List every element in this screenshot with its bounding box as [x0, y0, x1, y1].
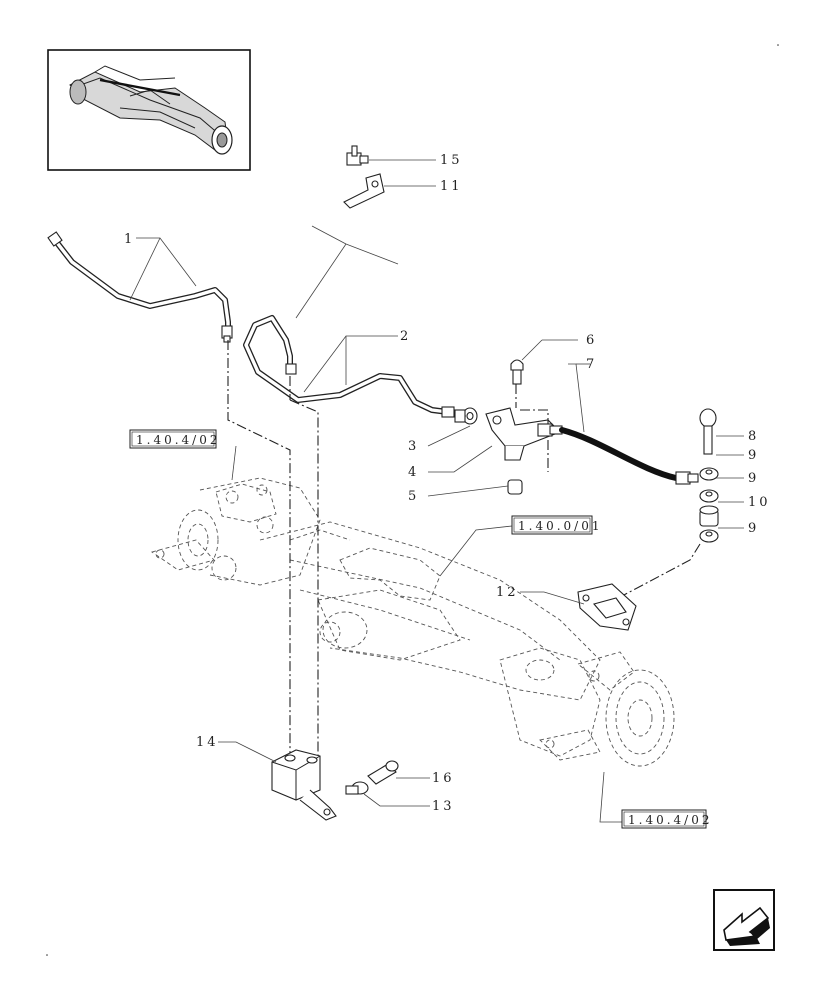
reference-box-right[interactable]: 1.40.4/02 [621, 809, 712, 829]
plate-part-12 [577, 583, 637, 631]
spacer-part-5 [507, 479, 523, 495]
axle-housing-ghost [150, 477, 675, 767]
callout-4: 4 [408, 465, 419, 480]
spacer-part-13 [345, 781, 369, 795]
axle-thumbnail-icon[interactable] [47, 49, 251, 171]
clip-part-15 [346, 145, 369, 166]
callout-9a: 9 [748, 448, 759, 463]
callout-5: 5 [408, 489, 419, 504]
previous-page-arrow-icon[interactable] [713, 889, 775, 951]
washer-part-9a [699, 467, 719, 481]
callout-11: 11 [440, 179, 463, 194]
pipe-part-2 [243, 315, 455, 418]
bolt-part-8 [699, 408, 717, 455]
callout-6: 6 [586, 333, 597, 348]
nut-part-3 [462, 407, 478, 425]
callout-13: 13 [432, 799, 455, 814]
callout-10: 10 [748, 495, 771, 510]
pipe-part-1 [47, 231, 233, 343]
callout-7: 7 [586, 357, 597, 372]
callout-2: 2 [400, 329, 411, 344]
reference-label-center: 1.40.0/01 [518, 519, 602, 533]
callout-8: 8 [748, 429, 759, 444]
washer-part-9c [699, 529, 719, 543]
block-part-14 [271, 749, 337, 821]
washer-part-9b [699, 489, 719, 503]
reference-label-right: 1.40.4/02 [628, 813, 712, 827]
callout-12: 12 [496, 585, 519, 600]
reference-box-left[interactable]: 1.40.4/02 [129, 429, 220, 449]
hose-part-7 [537, 423, 699, 485]
callout-16: 16 [432, 771, 455, 786]
bracket-part-11 [343, 173, 385, 209]
callout-9b: 9 [748, 471, 759, 486]
callout-14: 14 [196, 735, 219, 750]
callout-9c: 9 [748, 521, 759, 536]
callout-3: 3 [408, 439, 419, 454]
callout-1: 1 [124, 232, 135, 247]
screw-part-16 [367, 760, 399, 785]
screw-part-6 [510, 359, 524, 385]
spacer-part-10 [699, 505, 719, 527]
reference-box-center[interactable]: 1.40.0/01 [511, 515, 602, 535]
callout-15: 15 [440, 153, 463, 168]
reference-label-left: 1.40.4/02 [136, 433, 220, 447]
